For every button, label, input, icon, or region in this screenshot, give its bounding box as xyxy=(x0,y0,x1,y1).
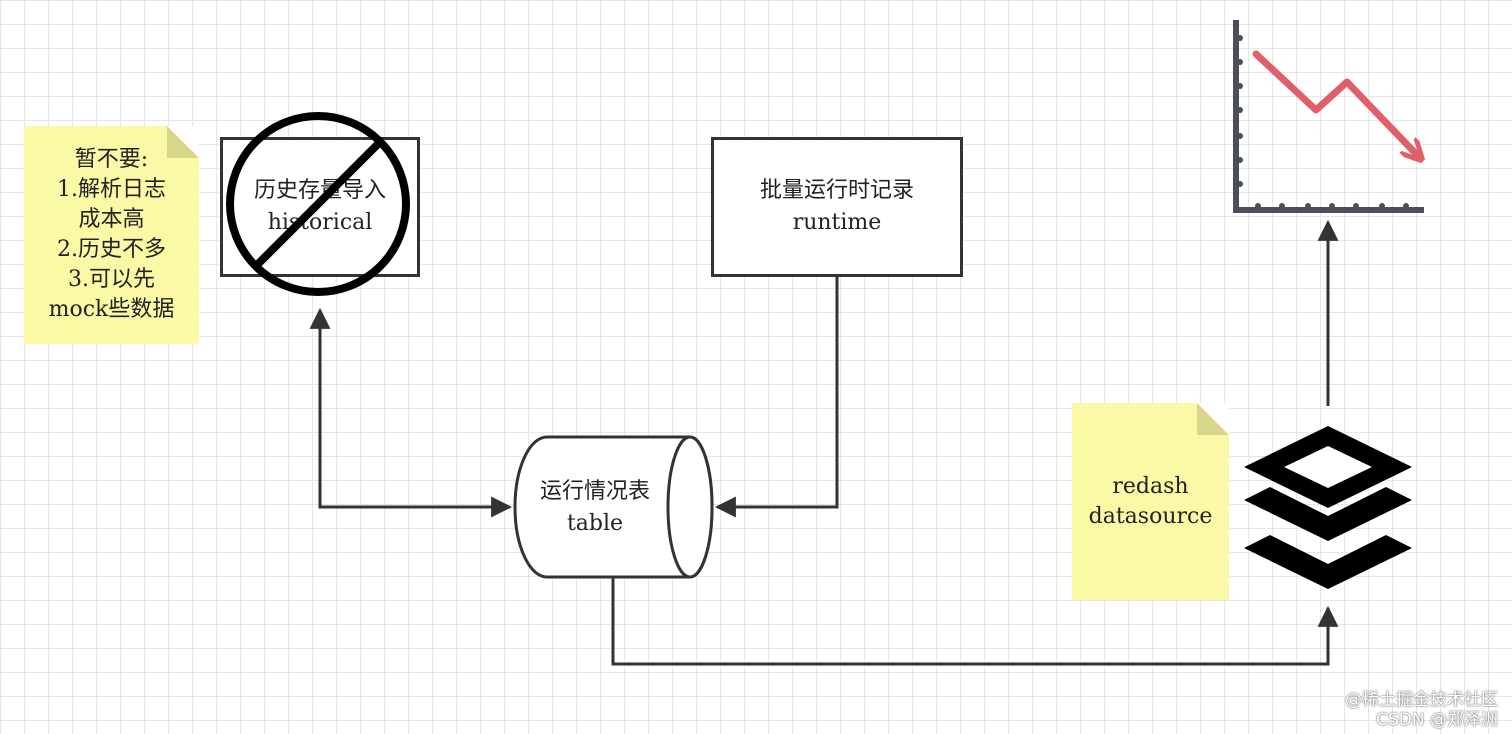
connector-runtime-to-table xyxy=(714,277,839,518)
note-line: 2.历史不多 xyxy=(57,237,166,262)
note-fold-corner xyxy=(1197,403,1229,435)
note-line: mock些数据 xyxy=(48,297,175,322)
note-redash-datasource: redash datasource xyxy=(1072,403,1229,600)
node-table-title: 运行情况表 xyxy=(539,479,650,504)
node-historical-subtitle: historical xyxy=(267,210,373,235)
note-line: datasource xyxy=(1088,503,1213,529)
prohibited-icon xyxy=(226,112,410,296)
node-table-subtitle: table xyxy=(566,511,624,536)
note-fold-shadow xyxy=(167,126,199,158)
watermark-line2: CSDN @郑泽洲 xyxy=(1376,710,1498,730)
node-runtime[interactable]: 批量运行时记录 runtime xyxy=(711,137,963,277)
watermark-line1: @稀土掘金技术社区 xyxy=(1345,690,1498,710)
connector-table-to-historical xyxy=(309,307,513,518)
note-line: 暂不要: xyxy=(74,147,149,172)
layers-stack-icon xyxy=(1244,426,1412,589)
note-line: redash xyxy=(1112,473,1189,499)
note-line: 3.可以先 xyxy=(68,267,155,292)
note-fold-shadow xyxy=(1197,403,1229,435)
note-fold-corner xyxy=(167,126,199,158)
node-table[interactable]: 运行情况表 table xyxy=(520,476,670,540)
note-temporarily-not-needed: 暂不要: 1.解析日志 成本高 2.历史不多 3.可以先 mock些数据 xyxy=(24,126,199,344)
note-line: 成本高 xyxy=(78,207,145,232)
cylinder-table-shape xyxy=(513,435,714,579)
node-runtime-subtitle: runtime xyxy=(792,210,882,235)
node-runtime-title: 批量运行时记录 xyxy=(759,178,914,203)
connector-table-to-datasource xyxy=(611,578,1339,666)
declining-chart-icon xyxy=(1233,20,1424,213)
note-line: 1.解析日志 xyxy=(57,177,166,202)
watermark: @稀土掘金技术社区 CSDN @郑泽洲 xyxy=(1198,690,1498,730)
